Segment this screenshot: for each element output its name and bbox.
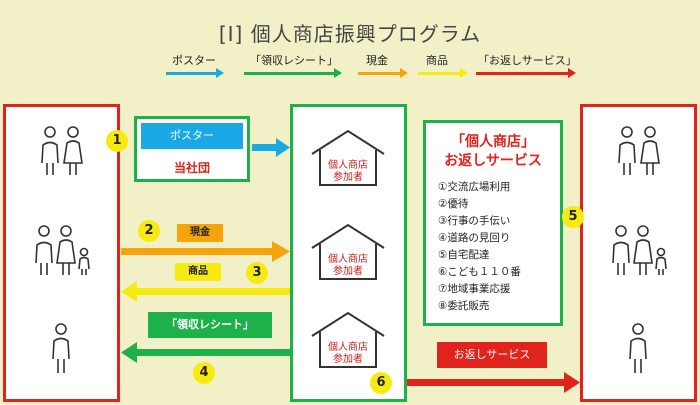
store-name: 個人商店	[328, 160, 368, 171]
legend-return-arrowhead	[568, 68, 576, 78]
store-participant: 参加者	[333, 354, 363, 365]
services-title-line2: お返しサービス	[444, 153, 542, 169]
legend-receipt-line	[244, 72, 334, 75]
residents-figures-left	[35, 126, 90, 373]
return-service-arrow	[407, 372, 580, 393]
legend-cash-line	[358, 72, 400, 75]
store-participant: 参加者	[333, 172, 363, 183]
goods-arrow	[121, 281, 290, 302]
step-badge-6: 6	[370, 372, 392, 394]
return-service-tag: お返しサービス	[437, 342, 547, 368]
legend-goods-arrowhead	[460, 68, 468, 78]
legend-cash-label: 現金	[366, 54, 388, 67]
legend-goods-line	[418, 72, 460, 75]
poster-sponsor: 当社団	[173, 161, 210, 175]
house-icon	[311, 223, 385, 280]
step-badge-3: 3	[246, 262, 268, 284]
poster-box: ポスター 当社団	[134, 116, 250, 182]
services-box: 「個人商店」 お返しサービス ①交流広場利用 ②優待 ③行事の手伝い ④道路の見…	[423, 120, 563, 326]
legend-goods-label: 商品	[426, 54, 448, 67]
step-badge-4: 4	[193, 362, 215, 384]
list-item: ⑥こども１１０番	[438, 266, 521, 278]
store-name: 個人商店	[328, 254, 368, 265]
store-house-3: 個人商店 参加者	[306, 310, 390, 370]
house-icon	[311, 129, 385, 186]
goods-tag: 商品	[175, 263, 221, 281]
legend-receipt-arrowhead	[334, 68, 342, 78]
legend-return-label: 「お返しサービス」	[478, 54, 577, 67]
store-participant: 参加者	[333, 266, 363, 277]
legend-return-line	[476, 72, 568, 75]
legend-cash-arrowhead	[400, 68, 408, 78]
list-item: ②優待	[438, 198, 469, 210]
couple-icon	[41, 126, 83, 175]
step-badge-2: 2	[138, 220, 160, 242]
step-badge-5: 5	[562, 206, 584, 228]
list-item: ⑤自宅配達	[438, 249, 490, 261]
list-item: ③行事の手伝い	[438, 215, 511, 227]
list-item: ①交流広場利用	[438, 181, 511, 193]
cash-arrow	[121, 241, 290, 262]
legend-receipt-label: 「領収レシート」	[250, 54, 338, 67]
list-item: ⑧委託販売	[438, 300, 490, 312]
poster-label: ポスター	[141, 123, 243, 149]
services-title-line1: 「個人商店」	[451, 134, 535, 150]
residents-panel-left	[3, 104, 120, 402]
family-icon	[35, 225, 90, 275]
page-title: [Ⅰ] 個人商店振興プログラム	[218, 22, 482, 46]
services-list: ①交流広場利用 ②優待 ③行事の手伝い ④道路の見回り ⑤自宅配達 ⑥こども１１…	[438, 179, 521, 315]
receipt-tag: 「領収レシート」	[148, 312, 272, 338]
person-icon	[52, 323, 70, 373]
list-item: ④道路の見回り	[438, 232, 511, 244]
store-house-2: 個人商店 参加者	[306, 222, 390, 282]
couple-icon	[618, 126, 660, 175]
cash-tag: 現金	[177, 224, 223, 242]
family-icon	[612, 225, 667, 275]
house-icon	[311, 311, 385, 368]
residents-panel-right	[580, 104, 697, 402]
store-house-1: 個人商店 参加者	[306, 128, 390, 188]
store-name: 個人商店	[328, 342, 368, 353]
legend-poster-label: ポスター	[172, 54, 216, 67]
person-icon	[629, 323, 647, 373]
poster-arrow	[252, 138, 290, 157]
step-badge-1: 1	[106, 130, 128, 152]
legend-poster-line	[166, 72, 216, 75]
receipt-arrow	[121, 342, 290, 363]
list-item: ⑦地域事業応援	[438, 283, 511, 295]
residents-figures-right	[612, 126, 667, 373]
legend-poster-arrowhead	[216, 68, 224, 78]
stores-panel	[290, 104, 407, 402]
